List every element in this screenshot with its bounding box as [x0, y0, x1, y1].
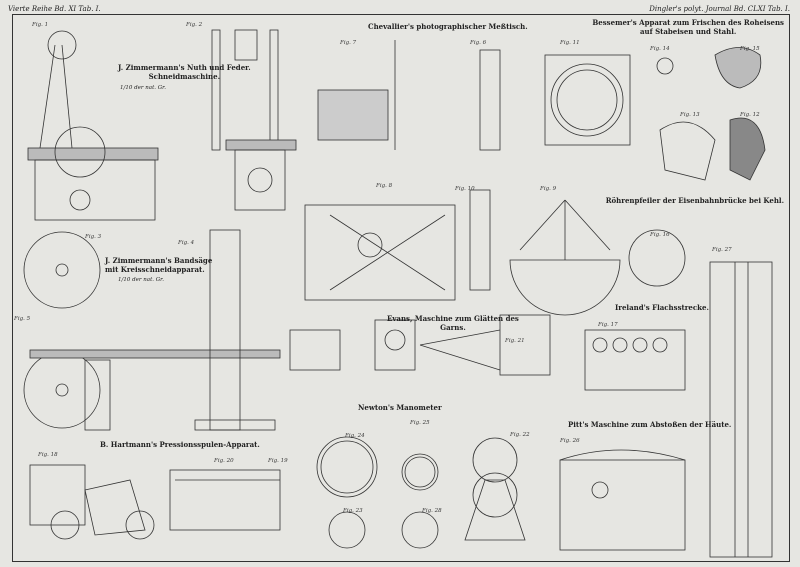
title-line: Garns.: [440, 323, 466, 332]
manometer-drawing: [316, 436, 526, 549]
title-hartmann: B. Hartmann's Pressionsspulen-Apparat.: [100, 440, 260, 449]
fig-label: Fig. 11: [560, 40, 580, 46]
title-line: J. Zimmermann's Nuth und Feder.: [118, 63, 251, 72]
fig-label: Fig. 26: [560, 438, 580, 444]
chevallier-drawing: [304, 40, 631, 316]
title-pitt: Pitt's Maschine zum Abstoßen der Häute.: [568, 420, 732, 429]
fig-label: Fig. 20: [214, 458, 234, 464]
fig-label: Fig. 22: [510, 432, 530, 438]
fig-label: Fig. 14: [650, 46, 670, 52]
fig-label: Fig. 1: [32, 22, 49, 28]
fig-label: Fig. 6: [470, 40, 487, 46]
fig-label: Fig. 18: [38, 452, 58, 458]
fig-label: Fig. 7: [340, 40, 357, 46]
fig-label: Fig. 5: [14, 316, 31, 322]
fig-label: Fig. 12: [740, 112, 760, 118]
title-line: mit Kreisschneidapparat.: [105, 265, 205, 274]
scale-label: 1/10 der nat. Gr.: [120, 85, 166, 91]
fig-label: Fig. 15: [740, 46, 760, 52]
title-line: Evans, Maschine zum Glätten des: [387, 314, 519, 323]
fig-label: Fig. 8: [376, 183, 393, 189]
fig-label: Fig. 23: [343, 508, 363, 514]
fig-label: Fig. 27: [712, 247, 732, 253]
fig-label: Fig. 17: [598, 322, 618, 328]
title-zimmermann-nuth: J. Zimmermann's Nuth und Feder.Schneidma…: [118, 63, 251, 81]
title-line: Bessemer's Apparat zum Frischen des Rohe…: [592, 18, 784, 27]
fig-label: Fig. 16: [650, 232, 670, 238]
kehl-pfeiler-drawing: [709, 261, 773, 558]
plate-frame: [12, 14, 790, 562]
flachsstrecke-drawing: [499, 314, 686, 391]
fig-label: Fig. 28: [422, 508, 442, 514]
title-bessemer: Bessemer's Apparat zum Frischen des Rohe…: [592, 18, 784, 36]
title-line: J. Zimmermann's Bandsäge: [105, 256, 213, 265]
fig-label: Fig. 2: [186, 22, 203, 28]
haeute-maschine-drawing: [559, 449, 686, 551]
fig-label: Fig. 25: [410, 420, 430, 426]
title-kehl: Röhrenpfeiler der Eisenbahnbrücke bei Ke…: [605, 196, 784, 205]
evans-drawing: [289, 319, 501, 371]
plate-series-label: Vierte Reihe Bd. XI Tab. I.: [8, 5, 101, 13]
fig-label: Fig. 3: [85, 234, 102, 240]
pressionsspulen-drawing: [29, 464, 281, 540]
fig-label: Fig. 9: [540, 186, 557, 192]
fig-label: Fig. 10: [455, 186, 475, 192]
title-line: Schneidmaschine.: [148, 72, 221, 81]
journal-label: Dingler's polyt. Journal Bd. CLXI Tab. I…: [649, 5, 790, 13]
title-ireland: Ireland's Flachsstrecke.: [615, 303, 709, 312]
fig-label: Fig. 21: [505, 338, 525, 344]
scale-label: 1/10 der nat. Gr.: [118, 277, 164, 283]
bandsaege-drawing: [23, 229, 281, 431]
nuth-schneidmaschine-drawing: [27, 30, 159, 221]
title-line: auf Stabeisen und Stahl.: [640, 27, 737, 36]
fig-label: Fig. 19: [268, 458, 288, 464]
title-chevallier: Chevallier's photographischer Meßtisch.: [368, 22, 528, 31]
fig-label: Fig. 13: [680, 112, 700, 118]
bessemer-drawing: [628, 47, 766, 287]
fig-label: Fig. 24: [345, 433, 365, 439]
fig-label: Fig. 4: [178, 240, 195, 246]
fig2-drawing: [211, 29, 297, 211]
title-newton: Newton's Manometer: [358, 403, 442, 412]
